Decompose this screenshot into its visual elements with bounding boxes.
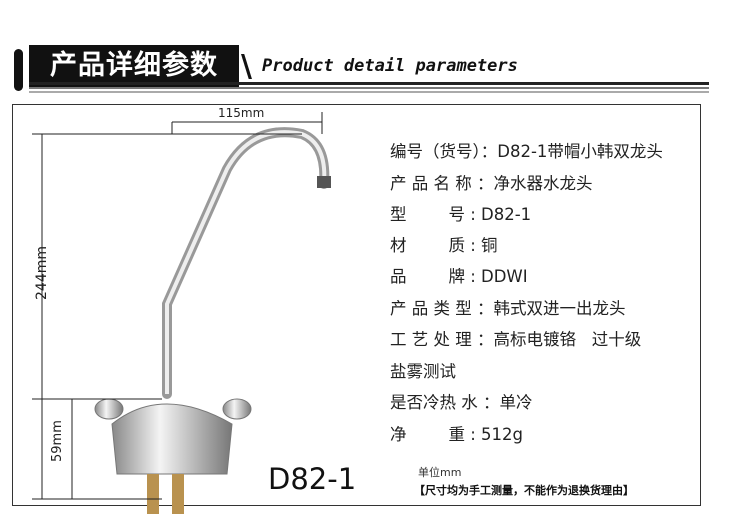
title-separator: \: [241, 49, 252, 84]
spec-line: 材 质 : 铜: [390, 236, 498, 255]
header-rule: [29, 91, 709, 93]
width-dimension: 115mm: [218, 106, 265, 120]
spec-line: 是否冷热 水 ：单冷: [390, 393, 533, 412]
base-height-dimension: 59mm: [50, 420, 65, 462]
spec-line: 工 艺 处 理 ：高标电镀铬 过十级: [390, 330, 642, 349]
spec-line: 净 重 : 512g: [390, 425, 523, 444]
model-label: D82-1: [268, 462, 357, 496]
title-chinese: 产品详细参数: [29, 45, 239, 87]
header-marker: [14, 49, 23, 91]
disclaimer: 【尺寸均为手工测量，不能作为退换货理由】: [414, 484, 634, 497]
faucet-illustration: [32, 112, 331, 514]
header-rule: [29, 82, 709, 85]
title-english: Product detail parameters: [262, 56, 518, 76]
spec-line: 产 品 名 称 ：净水器水龙头: [390, 174, 593, 193]
spec-line: 型 号 : D82-1: [390, 205, 532, 224]
header-rule: [29, 87, 709, 89]
spec-line: 盐雾测试: [390, 362, 456, 381]
height-dimension: 244mm: [34, 246, 50, 300]
spec-line: 编号（货号）：D82-1带帽小韩双龙头: [390, 142, 663, 161]
spec-line: 品 牌 : DDWI: [390, 267, 528, 286]
content-frame: [12, 104, 701, 506]
unit-note: 单位mm: [418, 466, 462, 479]
spec-line: 产 品 类 型 ：韩式双进一出龙头: [390, 299, 626, 318]
